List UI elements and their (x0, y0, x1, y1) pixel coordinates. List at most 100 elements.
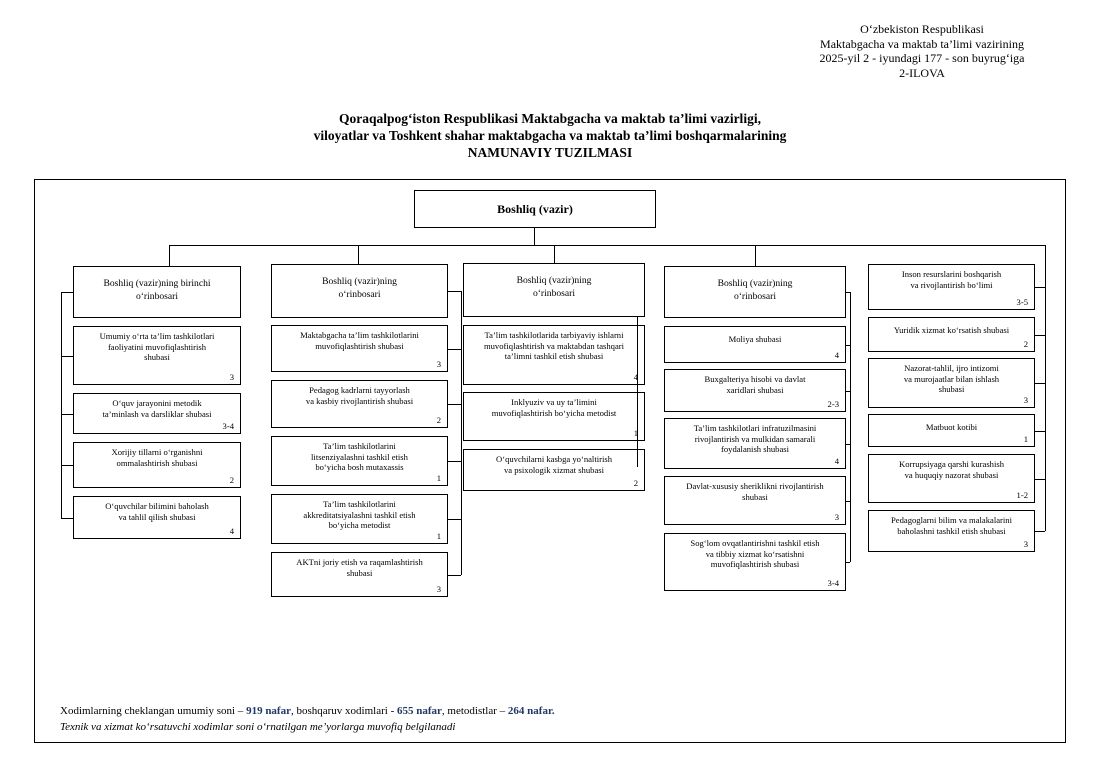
unit-box-c1-4-label-line: va tahlil qilish shubasi (118, 511, 196, 522)
staff-count-note: Xodimlarning cheklangan umumiy soni – 91… (60, 705, 555, 717)
unit-box-c5-4-staff-count: 1 (1023, 433, 1028, 444)
unit-box-c5-3-label-line: va murojaatlar bilan ishlash (903, 373, 1000, 384)
unit-box-c3-3-label-line: O‘quvchilarni kasbga yo‘naltirish (496, 454, 612, 464)
column-4-branch (846, 443, 850, 445)
unit-box-c1-2-staff-count: 3-4 (222, 420, 234, 431)
header-line-2: Maktabgacha va maktab ta’limi vazirining (820, 36, 1024, 51)
column-5-branch (1035, 334, 1045, 336)
unit-box-c4-5-label-line: muvofiqlashtirish shubasi (710, 559, 800, 569)
org-chart-frame (34, 179, 1066, 743)
column-5-branch (1035, 531, 1045, 533)
unit-box-c5-1-label-line: Inson resurslarini boshqarish (901, 269, 1002, 279)
unit-box-c2-5-staff-count: 3 (436, 583, 441, 594)
unit-box-c4-4: Davlat-xususiy sheriklikni rivojlantiris… (664, 476, 846, 525)
unit-box-c3-2-label-line: Inklyuziv va uy ta’limini (511, 397, 597, 407)
unit-box-c5-3-label-line: shubasi (938, 384, 965, 394)
header-line-1: O‘zbekiston Respublikasi (860, 22, 984, 36)
unit-box-c1-4-label-line: O‘quvchilar bilimini baholash (105, 501, 209, 511)
column-3-spine (637, 317, 639, 467)
unit-box-c2-4-staff-count: 1 (436, 530, 441, 541)
unit-box-c5-6-label-line: Pedagoglarni bilim va malakalarini (891, 515, 1012, 525)
unit-box-c2-1-staff-count: 3 (436, 358, 441, 369)
unit-box-c4-4-label: Davlat-xususiy sheriklikni rivojlantiris… (668, 481, 842, 502)
technical-staff-note: Texnik va xizmat ko‘rsatuvchi xodimlar s… (60, 721, 456, 733)
column-2-drop (358, 245, 360, 264)
footer-text-g: . (551, 705, 555, 717)
column-1-branch (61, 355, 73, 357)
unit-box-c1-3-label-line: Xorijiy tillarni o‘rganishni (111, 447, 203, 457)
column-1-branch (61, 413, 73, 415)
approval-header: O‘zbekiston Respublikasi Maktabgacha va … (780, 22, 1064, 80)
column-5-branch (1035, 383, 1045, 385)
header-line-3: 2025-yil 2 - iyundagi 177 - son buyrug‘i… (819, 51, 1025, 65)
unit-box-c5-4-label-line: Matbuot kotibi (925, 422, 978, 432)
deputy-head-3-label-line: o‘rinbosari (532, 288, 576, 299)
column-2-branch (448, 348, 461, 350)
column-1-branch (61, 517, 73, 519)
unit-box-c4-4-staff-count: 3 (834, 511, 839, 522)
unit-box-c2-2-label-line: va kasbiy rivojlantirish shubasi (305, 395, 414, 406)
column-4-branch (846, 390, 850, 392)
column-1-head-branch (61, 292, 73, 294)
column-4-head-branch (846, 292, 850, 294)
column-5-branch (1035, 478, 1045, 480)
title-line-2: viloyatlar va Toshkent shahar maktabgach… (313, 128, 787, 143)
unit-box-c4-5-staff-count: 3-4 (827, 577, 839, 588)
unit-box-c2-3-staff-count: 1 (436, 472, 441, 483)
footer-text-e: , metodistlar – (441, 705, 508, 717)
unit-box-c4-2-label-line: xaridlari shubasi (726, 384, 784, 395)
unit-box-c4-4-label-line: Davlat-xususiy sheriklikni rivojlantiris… (686, 481, 824, 491)
unit-box-c2-4-label-line: bo‘yicha metodist (328, 520, 391, 530)
column-1-branch (61, 465, 73, 467)
unit-box-c4-2-label-line: Buxgalteriya hisobi va davlat (704, 374, 806, 384)
unit-box-c4-5-label-line: Sog‘lom ovqatlantirishni tashkil etish (690, 538, 820, 548)
column-4-spine (850, 292, 852, 562)
unit-box-c4-4-label-line: shubasi (742, 491, 768, 502)
column-2-branch (448, 461, 461, 463)
unit-box-c5-4: Matbuot kotibi 1 (868, 414, 1035, 447)
deputy-head-4-label-line: Boshliq (vazir)ning (717, 278, 793, 289)
unit-box-c5-3-label-line: Nazorat-tahlil, ijro intizomi (904, 363, 999, 373)
unit-box-c5-1-label-line: va rivojlantirish bo‘limi (910, 279, 993, 290)
unit-box-c5-5-label-line: Korrupsiyaga qarshi kurashish (898, 459, 1004, 469)
unit-box-c4-2-staff-count: 2-3 (827, 398, 839, 409)
column-2-head-branch (448, 291, 461, 293)
deputy-head-1-label-line: Boshliq (vazir)ning birinchi (103, 278, 211, 289)
total-staff-count: 919 nafar (246, 705, 291, 717)
unit-box-c2-3-label-line: litsenziyalashni tashkil etish (311, 451, 408, 462)
unit-box-c5-4-label: Matbuot kotibi (872, 422, 1031, 433)
unit-box-c4-5-label-line: va tibbiy xizmat ko‘rsatishni (705, 548, 805, 559)
unit-box-c1-2-label-line: ta’minlash va darsliklar shubasi (102, 408, 212, 419)
unit-box-c2-4-label-line: akkreditatsiyalashni tashkil etish (303, 509, 416, 520)
unit-box-c2-5-label-line: AKTni joriy etish va raqamlashtirish (296, 557, 423, 567)
